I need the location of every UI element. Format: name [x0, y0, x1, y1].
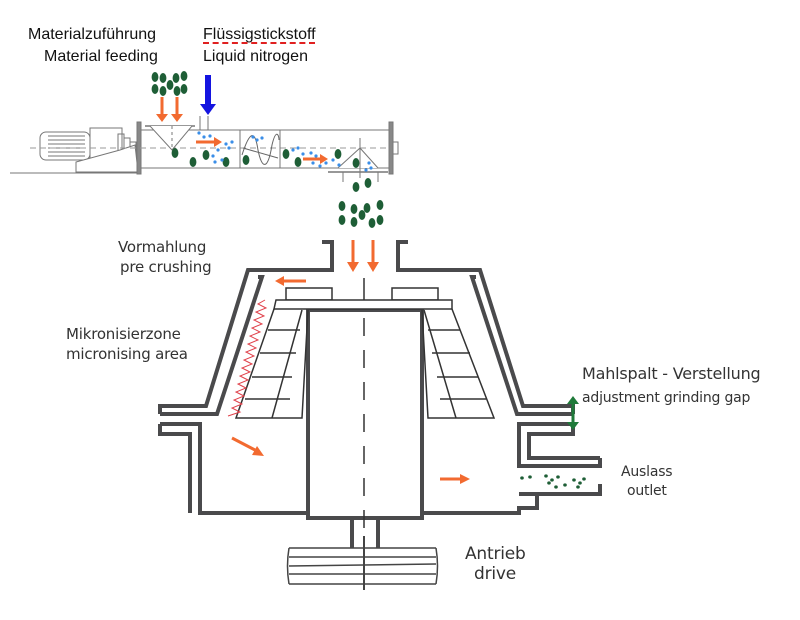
label-grinding-gap-en: adjustment grinding gap [582, 390, 751, 406]
label-drive-en: drive [474, 564, 517, 584]
nitrogen-arrow [200, 75, 216, 115]
particle [180, 84, 188, 94]
label-outlet-de: Auslass [621, 464, 673, 480]
nitrogen-dot [367, 161, 371, 165]
particle [352, 182, 360, 192]
nitrogen-dot [230, 140, 234, 144]
nitrogen-dot [369, 166, 373, 170]
nitrogen-dot [220, 158, 224, 162]
particle [338, 215, 346, 225]
rotor-cone [234, 278, 496, 530]
particle [334, 149, 342, 159]
nitrogen-dot [337, 163, 341, 167]
label-material-feeding-de: Materialzuführung [28, 26, 157, 43]
label-micronising-de: Mikronisierzone [66, 325, 181, 343]
particle [352, 158, 360, 168]
particle [350, 217, 358, 227]
nitrogen-dot [202, 135, 206, 139]
particle [578, 481, 582, 485]
nitrogen-dot [296, 146, 300, 150]
particle [151, 72, 159, 82]
feed-arrows [156, 97, 183, 122]
particle [159, 86, 167, 96]
label-material-feeding-en: Material feeding [44, 48, 158, 65]
particle [576, 485, 580, 489]
mill-housing [158, 240, 602, 548]
label-drive-de: Antrieb [465, 544, 526, 564]
particle [550, 478, 554, 482]
label-grinding-gap-de: Mahlspalt - Verstellung [582, 364, 761, 383]
particle [159, 73, 167, 83]
particle [172, 73, 180, 83]
label-micronising-en: micronising area [66, 345, 188, 363]
gap-adjust-arrow [567, 396, 579, 430]
nitrogen-dot [301, 152, 305, 156]
screw-conveyor [10, 116, 399, 182]
nitrogen-dot [291, 148, 295, 152]
nitrogen-dot [213, 160, 217, 164]
particle [338, 201, 346, 211]
particle [376, 215, 384, 225]
nitrogen-dots [197, 131, 373, 172]
particle [180, 71, 188, 81]
particle [189, 157, 197, 167]
nitrogen-dot [208, 134, 212, 138]
nitrogen-dot [311, 161, 315, 165]
particle [222, 157, 230, 167]
particle [202, 150, 210, 160]
particle [547, 481, 551, 485]
nitrogen-dot [211, 154, 215, 158]
particle [242, 155, 250, 165]
feed-particles [151, 71, 586, 489]
label-liquid-nitrogen-de: Flüssigstickstoff [203, 26, 316, 43]
nitrogen-dot [331, 158, 335, 162]
drive-pulley [286, 536, 439, 590]
label-pre-crushing-de: Vormahlung [118, 238, 207, 256]
particle [520, 476, 524, 480]
nitrogen-dot [255, 138, 259, 142]
particle [363, 203, 371, 213]
nitrogen-dot [324, 161, 328, 165]
particle [171, 148, 179, 158]
nitrogen-dot [227, 146, 231, 150]
particle [554, 485, 558, 489]
nitrogen-dot [314, 154, 318, 158]
nitrogen-dot [216, 148, 220, 152]
particle [294, 157, 302, 167]
flow-arrows [196, 137, 470, 484]
particle [282, 149, 290, 159]
particle [572, 478, 576, 482]
particle [173, 86, 181, 96]
label-outlet-en: outlet [627, 483, 667, 499]
nitrogen-dot [260, 136, 264, 140]
nitrogen-dot [309, 151, 313, 155]
motor [10, 127, 140, 174]
particle [544, 474, 548, 478]
particle [528, 475, 532, 479]
nitrogen-dot [318, 164, 322, 168]
particle [350, 204, 358, 214]
particle [376, 200, 384, 210]
particle [368, 218, 376, 228]
particle [364, 178, 372, 188]
nitrogen-dot [197, 131, 201, 135]
particle [563, 483, 567, 487]
particle [582, 477, 586, 481]
nitrogen-dot [364, 168, 368, 172]
label-liquid-nitrogen-en: Liquid nitrogen [203, 48, 308, 65]
micronising-zone-zigzag [227, 299, 268, 417]
particle [556, 475, 560, 479]
particle [151, 84, 159, 94]
label-pre-crushing-en: pre crushing [120, 258, 212, 276]
nitrogen-dot [251, 135, 255, 139]
nitrogen-dot [224, 142, 228, 146]
particle [166, 80, 174, 90]
particle [358, 210, 366, 220]
